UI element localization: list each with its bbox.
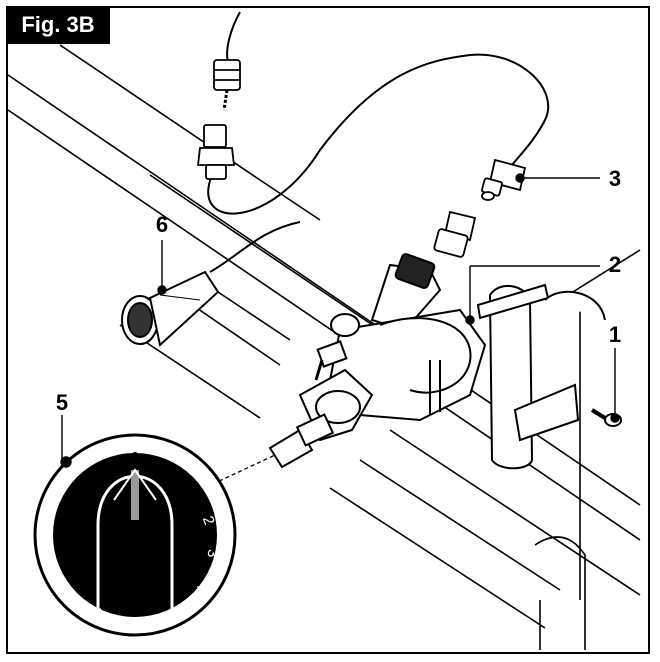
callout-1: 1 — [609, 322, 621, 347]
ignition-spark-icon — [178, 477, 198, 497]
upper-fitting — [213, 59, 241, 111]
callout-2: 2 — [609, 252, 621, 277]
callout-3: 3 — [609, 166, 621, 191]
gas-pipe — [207, 11, 550, 273]
ignition-plug — [121, 270, 220, 347]
pipe-fitting — [196, 124, 236, 180]
callout-6: 6 — [156, 212, 168, 237]
thermocouple-fitting — [481, 158, 527, 201]
scale-label-3: 3 — [204, 548, 222, 558]
scale-label-0: 0 — [131, 449, 139, 466]
pilot-icon — [157, 462, 173, 477]
control-knob: 0 2 3 4 5 6 7 MAX — [33, 433, 237, 637]
mounting-bracket — [476, 283, 606, 470]
callout-numbers: 1 2 3 5 6 — [56, 166, 621, 415]
scale-label-6: 6 — [132, 613, 140, 630]
adapter — [433, 210, 477, 258]
callout-leaders — [60, 173, 620, 468]
figure-label: Fig. 3B — [6, 6, 110, 44]
callout-5: 5 — [56, 390, 68, 415]
gas-tap-valve — [268, 253, 487, 469]
figure-frame — [6, 6, 650, 654]
